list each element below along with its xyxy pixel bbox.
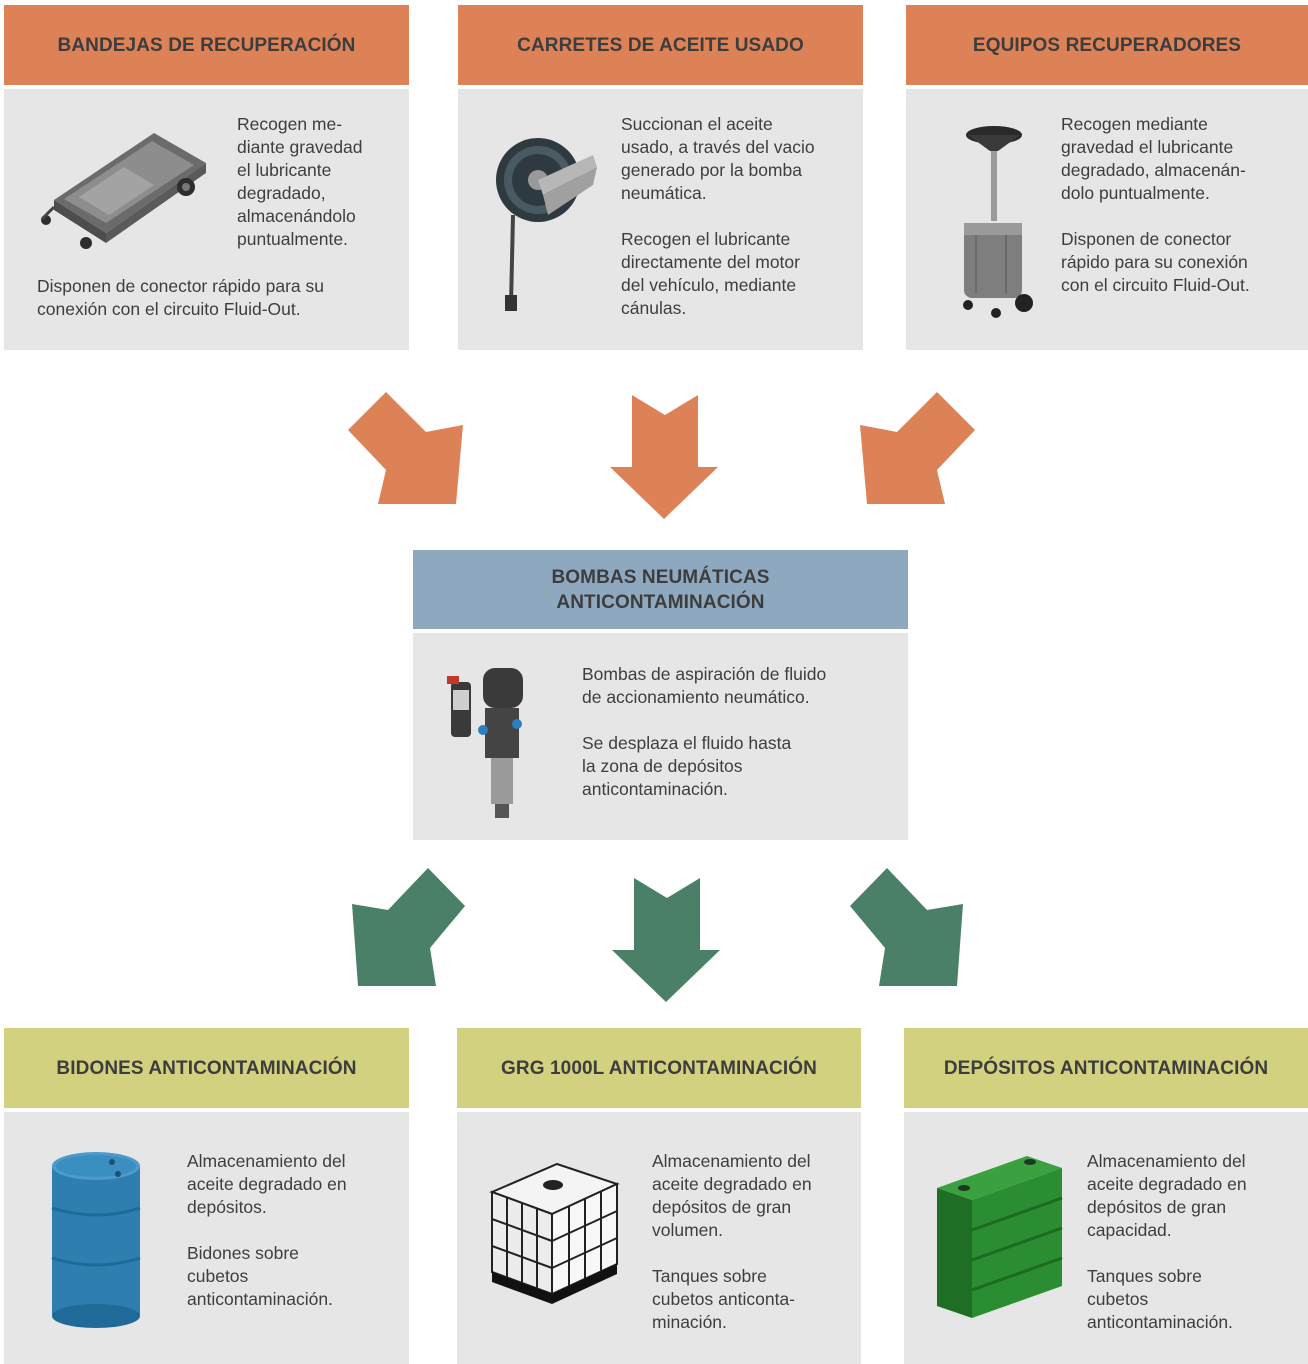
card-title: BANDEJAS DE RECUPERACIÓN <box>4 5 409 85</box>
blue-drum-icon <box>51 1152 141 1328</box>
pneumatic-pump-icon <box>447 668 523 818</box>
card-text: Almacenamiento del aceite degradado en d… <box>1087 1150 1297 1334</box>
card-paragraph: Almacenamiento del aceite degradado en d… <box>187 1151 347 1217</box>
card-title: BOMBAS NEUMÁTICAS ANTICONTAMINACIÓN <box>413 550 908 629</box>
card-text: Succionan el aceite usado, a través del … <box>621 113 856 320</box>
card-carretes: CARRETES DE ACEITE USADO Succionan el ac… <box>458 5 863 350</box>
card-paragraph: Bombas de aspiración de fluido de accion… <box>582 664 827 707</box>
card-paragraph: Tanques sobre cubetos anticontaminación. <box>1087 1266 1233 1332</box>
arrow-down-icon <box>612 878 720 1002</box>
card-paragraph: Recogen mediante gravedad el lubricante … <box>1061 114 1246 203</box>
card-grg: GRG 1000L ANTICONTAMINACIÓN Almacenamien… <box>457 1028 861 1364</box>
arrow-down-right-icon <box>348 392 463 504</box>
card-title: BIDONES ANTICONTAMINACIÓN <box>4 1028 409 1108</box>
card-bandejas: BANDEJAS DE RECUPERACIÓN Recogen me- dia… <box>4 5 409 350</box>
card-text: Bombas de aspiración de fluido de accion… <box>582 663 892 801</box>
card-paragraph: Recogen me- diante gravedad el lubricant… <box>237 114 363 249</box>
card-text: Recogen mediante gravedad el lubricante … <box>1061 113 1301 297</box>
card-depositos: DEPÓSITOS ANTICONTAMINACIÓN Almacenamien… <box>904 1028 1308 1364</box>
card-text: Recogen me- diante gravedad el lubricant… <box>237 113 397 251</box>
card-paragraph: Bidones sobre cubetos anticontaminación. <box>187 1243 333 1309</box>
card-title: GRG 1000L ANTICONTAMINACIÓN <box>457 1028 861 1108</box>
card-paragraph: Succionan el aceite usado, a través del … <box>621 114 815 203</box>
arrow-down-left-icon <box>352 868 465 986</box>
card-paragraph: Recogen el lubricante directamente del m… <box>621 229 800 318</box>
card-paragraph: Almacenamiento del aceite degradado en d… <box>652 1151 812 1240</box>
oil-drainer-icon <box>963 126 1033 318</box>
card-text: Almacenamiento del aceite degradado en d… <box>652 1150 852 1334</box>
card-paragraph: Tanques sobre cubetos anticonta- minació… <box>652 1266 796 1332</box>
arrow-down-right-icon <box>850 868 963 986</box>
card-text: Almacenamiento del aceite degradado en d… <box>187 1150 397 1311</box>
green-tank-icon <box>937 1156 1063 1318</box>
hose-reel-icon <box>496 138 597 311</box>
card-bidones: BIDONES ANTICONTAMINACIÓN Almacenamiento… <box>4 1028 409 1364</box>
card-bombas: BOMBAS NEUMÁTICAS ANTICONTAMINACIÓN Bomb… <box>413 550 908 840</box>
card-title: DEPÓSITOS ANTICONTAMINACIÓN <box>904 1028 1308 1108</box>
arrow-down-left-icon <box>860 392 975 504</box>
card-text: Disponen de conector rápido para su cone… <box>37 275 397 321</box>
arrow-down-icon <box>610 395 718 519</box>
card-paragraph: Disponen de conector rápido para su cone… <box>37 276 324 319</box>
card-title: CARRETES DE ACEITE USADO <box>458 5 863 85</box>
ibc-container-icon <box>489 1162 620 1304</box>
oil-recovery-tray-icon <box>40 133 206 249</box>
card-paragraph: Disponen de conector rápido para su cone… <box>1061 229 1250 295</box>
card-paragraph: Almacenamiento del aceite degradado en d… <box>1087 1151 1247 1240</box>
card-equipos: EQUIPOS RECUPERADORES Recogen mediante g… <box>906 5 1308 350</box>
card-title: EQUIPOS RECUPERADORES <box>906 5 1308 85</box>
card-paragraph: Se desplaza el fluido hasta la zona de d… <box>582 733 792 799</box>
